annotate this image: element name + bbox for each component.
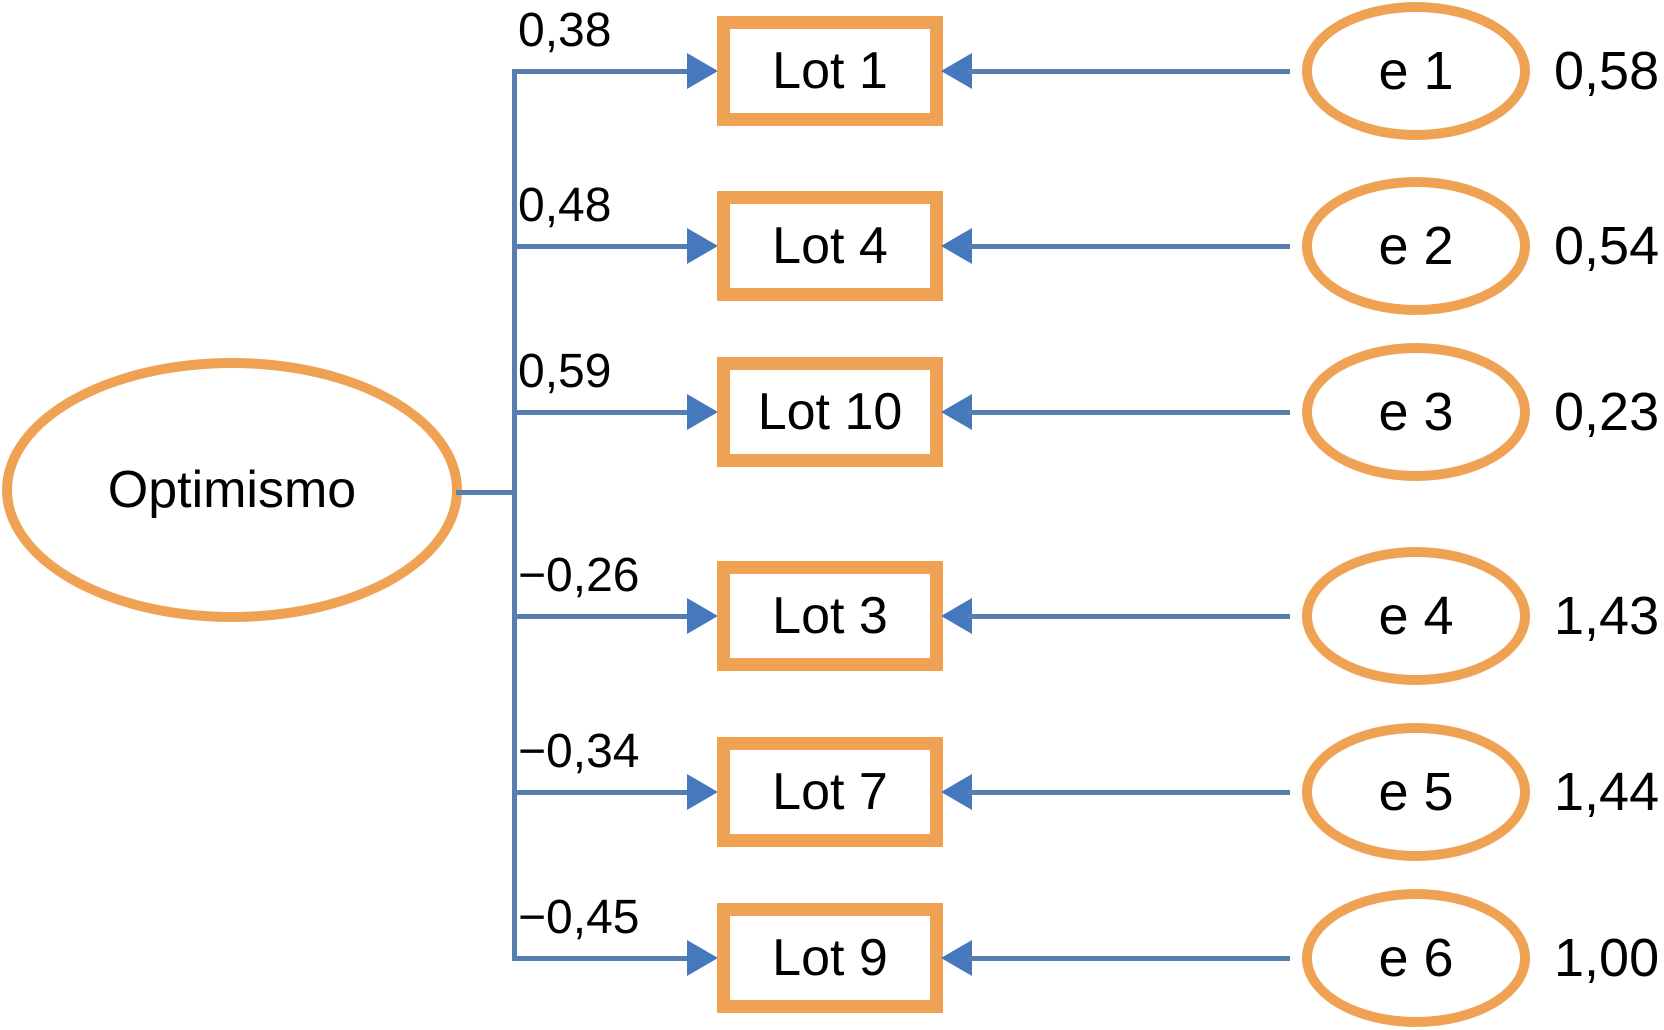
indicator-label: Lot 9 <box>772 929 888 987</box>
arrowhead-left-icon <box>941 228 972 264</box>
path-line <box>512 410 692 415</box>
latent-connector-line <box>456 490 514 495</box>
error-path-line <box>968 790 1290 795</box>
indicator-box: Lot 4 <box>717 191 943 301</box>
latent-label: Optimismo <box>107 461 357 519</box>
path-line <box>512 956 692 961</box>
path-line <box>512 69 692 74</box>
error-path-line <box>968 69 1290 74</box>
latent-ellipse: Optimismo <box>2 358 462 622</box>
error-variance-value: 0,23 <box>1554 382 1660 442</box>
indicator-label: Lot 4 <box>772 217 888 275</box>
error-label: e 4 <box>1378 586 1454 646</box>
loading-coefficient: −0,45 <box>518 891 640 944</box>
indicator-label: Lot 1 <box>772 42 888 100</box>
indicator-label: Lot 7 <box>772 763 888 821</box>
error-ellipse: e 3 <box>1302 343 1530 481</box>
error-ellipse: e 5 <box>1302 723 1530 861</box>
path-line <box>512 614 692 619</box>
path-line <box>512 790 692 795</box>
indicator-label: Lot 3 <box>772 587 888 645</box>
error-path-line <box>968 614 1290 619</box>
arrowhead-left-icon <box>941 394 972 430</box>
indicator-box: Lot 3 <box>717 561 943 671</box>
indicator-box: Lot 9 <box>717 903 943 1013</box>
arrowhead-left-icon <box>941 940 972 976</box>
loading-coefficient: −0,26 <box>518 549 640 602</box>
arrowhead-left-icon <box>941 53 972 89</box>
error-variance-value: 0,58 <box>1554 41 1660 101</box>
indicator-box: Lot 10 <box>717 357 943 467</box>
error-label: e 6 <box>1378 928 1454 988</box>
arrowhead-right-icon <box>687 228 718 264</box>
error-variance-value: 1,00 <box>1554 928 1660 988</box>
indicator-box: Lot 7 <box>717 737 943 847</box>
error-variance-value: 1,43 <box>1554 586 1660 646</box>
loading-coefficient: 0,48 <box>518 179 612 232</box>
loading-coefficient: 0,59 <box>518 345 612 398</box>
error-variance-value: 1,44 <box>1554 762 1660 822</box>
branch-trunk-line <box>512 69 517 961</box>
loading-coefficient: −0,34 <box>518 725 640 778</box>
error-path-line <box>968 244 1290 249</box>
error-label: e 2 <box>1378 216 1454 276</box>
path-line <box>512 244 692 249</box>
error-ellipse: e 4 <box>1302 547 1530 685</box>
arrowhead-right-icon <box>687 598 718 634</box>
error-label: e 5 <box>1378 762 1454 822</box>
error-ellipse: e 1 <box>1302 2 1530 140</box>
error-ellipse: e 2 <box>1302 177 1530 315</box>
error-path-line <box>968 410 1290 415</box>
error-path-line <box>968 956 1290 961</box>
loading-coefficient: 0,38 <box>518 4 612 57</box>
arrowhead-left-icon <box>941 774 972 810</box>
arrowhead-right-icon <box>687 940 718 976</box>
arrowhead-left-icon <box>941 598 972 634</box>
arrowhead-right-icon <box>687 774 718 810</box>
arrowhead-right-icon <box>687 394 718 430</box>
error-variance-value: 0,54 <box>1554 216 1660 276</box>
error-label: e 3 <box>1378 382 1454 442</box>
error-label: e 1 <box>1378 41 1454 101</box>
error-ellipse: e 6 <box>1302 889 1530 1027</box>
indicator-box: Lot 1 <box>717 16 943 126</box>
arrowhead-right-icon <box>687 53 718 89</box>
indicator-label: Lot 10 <box>757 383 903 441</box>
